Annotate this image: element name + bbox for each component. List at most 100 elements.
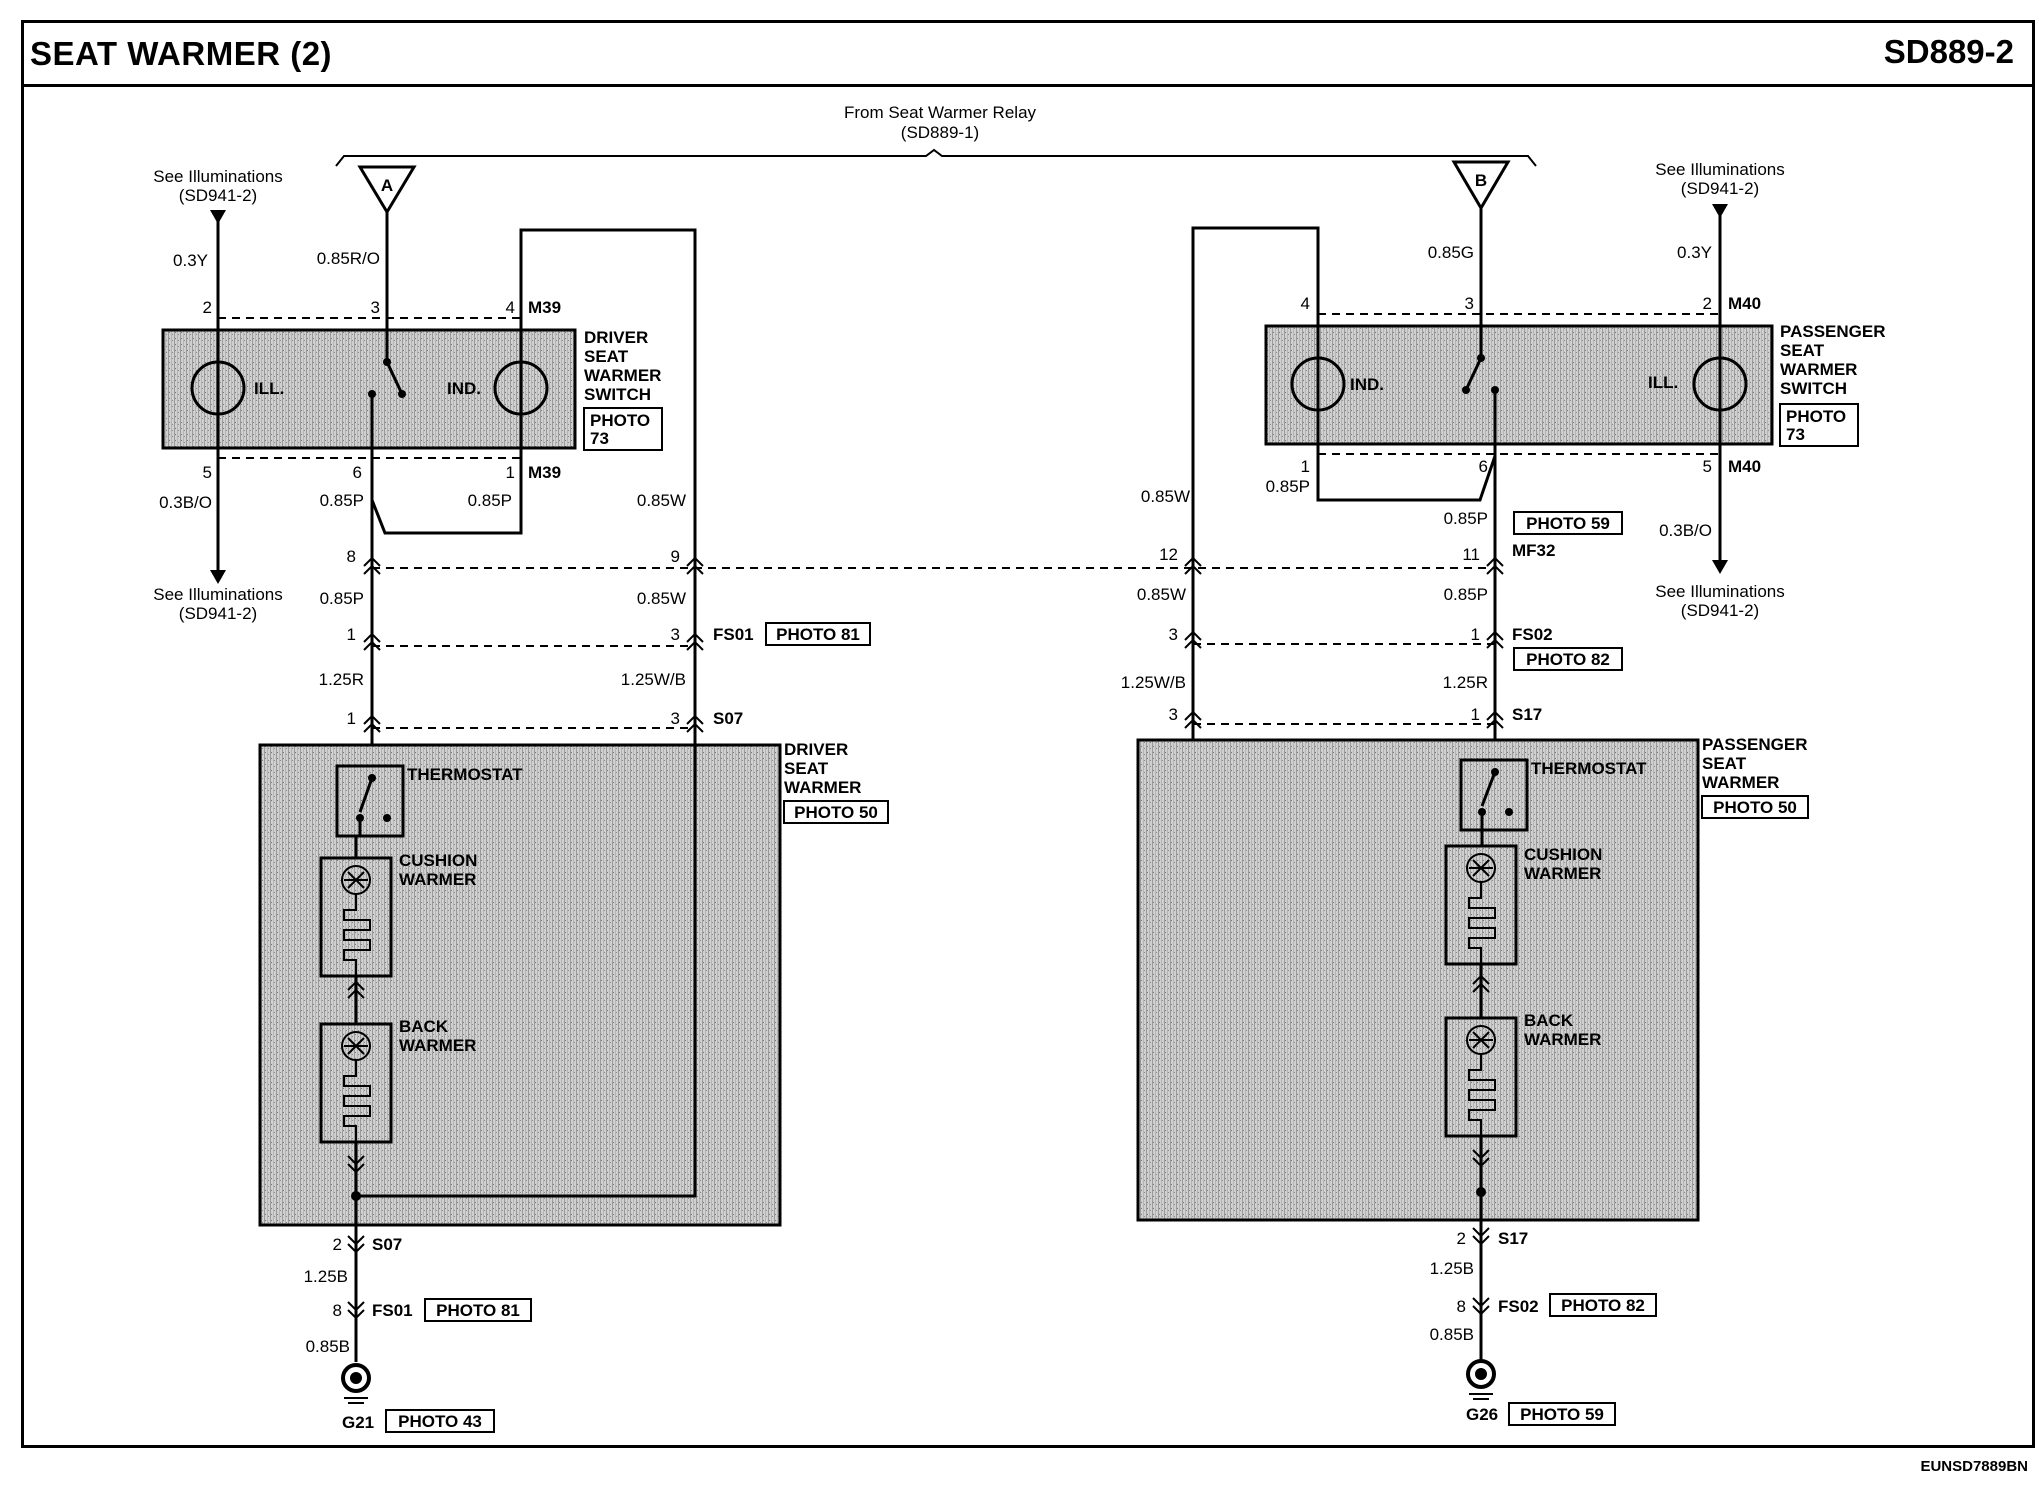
svg-text:1: 1 — [1301, 457, 1310, 476]
thermostat-icon — [1459, 758, 1529, 832]
svg-text:11: 11 — [1462, 545, 1480, 564]
page-title: SEAT WARMER (2) — [30, 35, 333, 72]
switch-photo-box — [583, 407, 663, 451]
cushion-label-1: CUSHION — [1524, 845, 1602, 864]
see-illum-top-1: See Illuminations — [1655, 160, 1784, 179]
sheet-number: SD889-2 — [1883, 33, 2014, 70]
photo-59-ground: PHOTO 59 — [1520, 1405, 1604, 1424]
see-illum-top-2: (SD941-2) — [179, 186, 257, 205]
passenger-circuit: B See Illuminations (SD941-2) 0.3Y 0.85G… — [1121, 160, 1886, 1426]
see-illum-bot-2: (SD941-2) — [1681, 601, 1759, 620]
see-illum-bot-1: See Illuminations — [1655, 582, 1784, 601]
driver-seat-warmer-switch — [161, 328, 577, 450]
connector-m39-top: M39 — [528, 298, 561, 317]
warmer-label-2: SEAT — [1702, 754, 1747, 773]
svg-text:3: 3 — [1169, 705, 1178, 724]
photo-81-ground: PHOTO 81 — [436, 1301, 520, 1320]
svg-text:0.85P: 0.85P — [1266, 477, 1310, 496]
thermostat-label: THERMOSTAT — [407, 765, 523, 784]
see-illum-bot-2: (SD941-2) — [179, 604, 257, 623]
passenger-seat-warmer — [1136, 738, 1700, 1222]
svg-text:0.85W: 0.85W — [1141, 487, 1190, 506]
svg-text:8: 8 — [347, 547, 356, 566]
cushion-label-2: WARMER — [399, 870, 476, 889]
warmer-label-1: PASSENGER — [1702, 735, 1808, 754]
svg-text:0.3Y: 0.3Y — [173, 251, 208, 270]
svg-text:1: 1 — [347, 625, 356, 644]
see-illum-top-2: (SD941-2) — [1681, 179, 1759, 198]
svg-text:5: 5 — [203, 463, 212, 482]
svg-text:B: B — [1475, 171, 1487, 190]
svg-text:73: 73 — [590, 429, 609, 448]
svg-text:2: 2 — [1703, 294, 1712, 313]
cushion-label-1: CUSHION — [399, 851, 477, 870]
svg-text:3: 3 — [371, 298, 380, 317]
svg-text:0.3Y: 0.3Y — [1677, 243, 1712, 262]
connector-s07: S07 — [713, 709, 743, 728]
photo-43-label: PHOTO 43 — [398, 1412, 482, 1431]
ground-g26: G26 — [1466, 1405, 1498, 1424]
svg-text:1.25B: 1.25B — [304, 1267, 348, 1286]
svg-text:2: 2 — [203, 298, 212, 317]
thermostat-icon — [335, 764, 405, 838]
svg-text:4: 4 — [506, 298, 515, 317]
thermostat-label: THERMOSTAT — [1531, 759, 1647, 778]
svg-text:A: A — [381, 176, 393, 195]
relay-brace — [335, 148, 1537, 167]
svg-text:1: 1 — [1471, 705, 1480, 724]
ground-g21: G21 — [342, 1413, 374, 1432]
warmer-label-1: DRIVER — [784, 740, 848, 759]
switch-label-3: WARMER — [584, 366, 661, 385]
svg-text:1.25R: 1.25R — [1443, 673, 1488, 692]
svg-text:IND.: IND. — [1350, 375, 1384, 394]
svg-text:3: 3 — [671, 625, 680, 644]
svg-text:0.85G: 0.85G — [1428, 243, 1474, 262]
svg-text:IND.: IND. — [447, 379, 481, 398]
svg-text:9: 9 — [671, 547, 680, 566]
title-bar — [21, 20, 2035, 87]
svg-text:2: 2 — [333, 1235, 342, 1254]
svg-text:8: 8 — [333, 1301, 342, 1320]
photo-82-label: PHOTO 82 — [1526, 650, 1610, 669]
svg-text:0.85P: 0.85P — [320, 589, 364, 608]
svg-text:0.85P: 0.85P — [1444, 585, 1488, 604]
arrow-down-icon — [1712, 560, 1728, 574]
svg-text:PHOTO: PHOTO — [1786, 407, 1846, 426]
svg-text:0.85B: 0.85B — [306, 1337, 350, 1356]
connector-fs02: FS02 — [1512, 625, 1553, 644]
svg-text:0.3B/O: 0.3B/O — [1659, 521, 1712, 540]
photo-50-label: PHOTO 50 — [1713, 798, 1797, 817]
switch-label-3: WARMER — [1780, 360, 1857, 379]
cushion-label-2: WARMER — [1524, 864, 1601, 883]
photo-81-label: PHOTO 81 — [776, 625, 860, 644]
back-label-1: BACK — [399, 1017, 449, 1036]
warmer-label-2: SEAT — [784, 759, 829, 778]
svg-text:3: 3 — [671, 709, 680, 728]
switch-label-1: DRIVER — [584, 328, 648, 347]
connector-fs02-bottom: FS02 — [1498, 1297, 1539, 1316]
switch-label-4: SWITCH — [584, 385, 651, 404]
svg-text:5: 5 — [1703, 457, 1712, 476]
svg-text:73: 73 — [1786, 425, 1805, 444]
warmer-label-3: WARMER — [784, 778, 861, 797]
svg-text:3: 3 — [1465, 294, 1474, 313]
switch-photo-box — [1779, 403, 1859, 447]
svg-text:2: 2 — [1457, 1229, 1466, 1248]
driver-circuit: A See Illuminations (SD941-2) 0.3Y 0.85R… — [153, 165, 889, 1433]
connector-s17: S17 — [1512, 705, 1542, 724]
svg-text:0.85B: 0.85B — [1430, 1325, 1474, 1344]
connector-s07-bottom: S07 — [372, 1235, 402, 1254]
svg-text:1.25R: 1.25R — [319, 670, 364, 689]
svg-text:0.85P: 0.85P — [468, 491, 512, 510]
connector-fs01-bottom: FS01 — [372, 1301, 413, 1320]
switch-label-2: SEAT — [1780, 341, 1825, 360]
terminal-a-icon — [357, 165, 417, 215]
switch-label-2: SEAT — [584, 347, 629, 366]
back-label-2: WARMER — [1524, 1030, 1601, 1049]
svg-text:0.85P: 0.85P — [1444, 509, 1488, 528]
back-label-1: BACK — [1524, 1011, 1574, 1030]
connector-mf32: MF32 — [1512, 541, 1555, 560]
switch-label-4: SWITCH — [1780, 379, 1847, 398]
svg-text:0.85R/O: 0.85R/O — [317, 249, 380, 268]
